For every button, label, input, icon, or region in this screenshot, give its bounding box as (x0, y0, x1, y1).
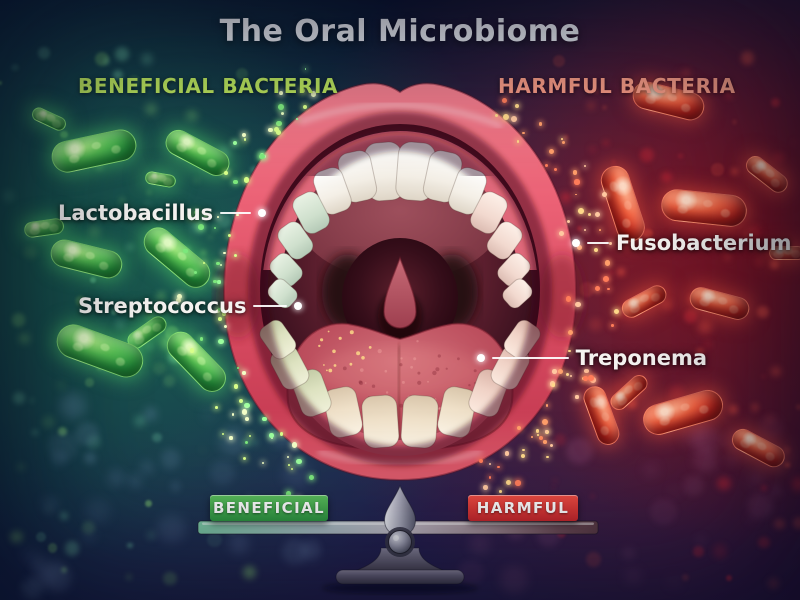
bacterium-red (742, 151, 792, 197)
oral-cavity (260, 124, 540, 454)
lower-teeth (259, 319, 541, 449)
leader-line (253, 305, 287, 307)
scale-beam (197, 520, 599, 535)
callout-lactobacillus: Lactobacillus (58, 201, 266, 225)
bacterium-red (579, 382, 623, 448)
bacterium-green (48, 236, 126, 282)
leader-line (492, 357, 569, 359)
bacterium-green (144, 170, 178, 188)
page-title: The Oral Microbiome (219, 14, 581, 49)
palate (300, 164, 500, 280)
callout-label: Fusobacterium (616, 231, 792, 255)
bacterium-green (161, 125, 235, 181)
callout-dot (258, 209, 266, 217)
red-glow-arc (435, 112, 630, 482)
bacterium-red (639, 386, 727, 438)
scale-base (335, 569, 465, 585)
callout-fusobacterium: Fusobacterium (572, 231, 792, 255)
section-label-beneficial: BENEFICIAL BACTERIA (78, 74, 339, 98)
bacterium-green (137, 220, 217, 294)
callout-treponema: Treponema (477, 346, 707, 370)
bacterium-green (29, 105, 69, 133)
bacterium-red (606, 370, 652, 414)
tongue (286, 322, 514, 452)
upper-teeth (267, 141, 533, 309)
callout-label: Lactobacillus (58, 201, 214, 225)
section-label-harmful: HARMFUL BACTERIA (498, 74, 736, 98)
callout-dot (294, 302, 302, 310)
scale-badge-harmful: HARMFUL (468, 495, 578, 521)
bacterium-red (727, 425, 789, 471)
bacterium-green (48, 126, 140, 176)
leader-line (587, 242, 609, 244)
callout-dot (477, 354, 485, 362)
callout-label: Treponema (575, 346, 707, 370)
callout-streptococcus: Streptococcus (78, 294, 302, 318)
bacterium-green (51, 319, 149, 383)
scale-badge-beneficial: BENEFICIAL (210, 495, 328, 521)
bacterium-red (686, 284, 752, 322)
scale-pedestal (351, 547, 449, 573)
leader-line (220, 212, 251, 214)
bacterium-red (618, 281, 670, 321)
throat (342, 238, 458, 358)
bacterium-green (124, 312, 170, 352)
scale-pivot (388, 530, 412, 554)
callout-label: Streptococcus (78, 294, 247, 318)
lips (222, 82, 578, 482)
bacterium-red (659, 187, 749, 229)
bacterium-green (161, 326, 233, 398)
uvula (383, 255, 417, 329)
callout-dot (572, 239, 580, 247)
scale-pointer (383, 484, 417, 537)
